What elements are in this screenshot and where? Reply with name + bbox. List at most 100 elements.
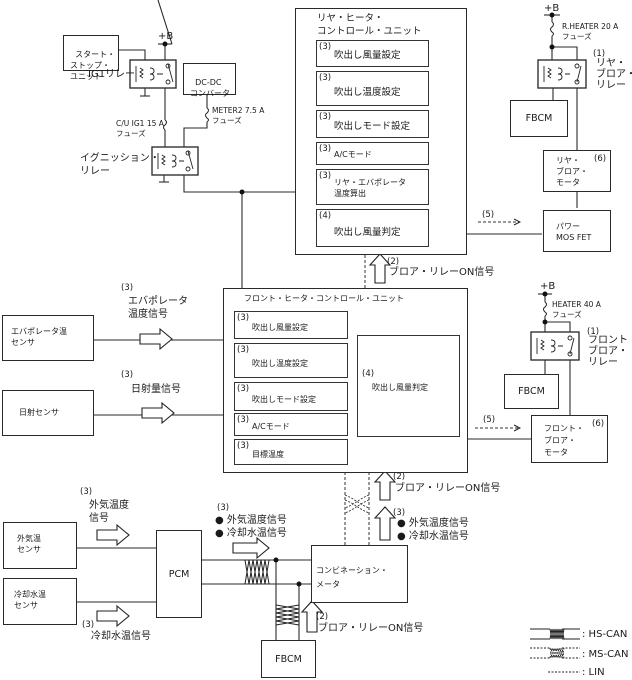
front-blower-motor: フロント・ ブロア・ モータ (6): [531, 415, 608, 463]
rear-block-airflow-judge: (4) 吹出し風量判定: [316, 209, 429, 247]
block-num: (3): [237, 441, 250, 451]
pcm-to-meter-item-1: ● 外気温度信号: [215, 515, 287, 526]
block-label: 吹出し風量判定: [334, 227, 401, 238]
block-num: (3): [237, 313, 250, 323]
combination-meter-label: コンビネーション・ メータ: [316, 566, 388, 589]
evap-temp-sensor: エバポレータ温 センサ: [2, 315, 94, 361]
fbcm-to-meter-label: ブロア・リレーON信号: [318, 623, 424, 634]
block-label: 吹出し風量設定: [334, 50, 401, 61]
plus-b-front: +B: [540, 281, 556, 292]
dc-dc-converter: DC-DC コンバータ: [183, 63, 236, 98]
rear-block-ac-mode: (3) A/Cモード: [316, 142, 429, 165]
rear-unit-title: リヤ・ヒータ・ コントロール・ユニット: [317, 13, 422, 37]
ambient-signal-num: (3): [80, 487, 93, 497]
front-fbcm: FBCM: [504, 374, 559, 409]
solar-signal-num: (3): [121, 370, 134, 380]
block-label: 吹出し温度設定: [334, 87, 401, 98]
rear-blower-motor: リヤ・ ブロア・ モータ (6): [543, 150, 611, 192]
front-block-temp-setting: (3) 吹出し温度設定: [234, 343, 348, 378]
legend-lin: : LIN: [582, 667, 605, 678]
rear-block-temp-setting: (3) 吹出し温度設定: [316, 71, 429, 106]
block-num: (3): [237, 415, 250, 425]
rear-block-airflow-setting: (3) 吹出し風量設定: [316, 40, 429, 67]
block-label: 吹出し温度設定: [252, 359, 308, 368]
pcm-to-meter-item-2: ● 冷却水温信号: [215, 528, 287, 539]
evap-signal-num: (3): [121, 283, 134, 293]
front-fbcm-label: FBCM: [518, 386, 545, 397]
power-mos-fet: パワー MOS FET: [543, 210, 611, 252]
front-block-airflow-setting: (3) 吹出し風量設定: [234, 311, 348, 339]
front-blower-on-num: (2): [393, 472, 406, 482]
ambient-temp-sensor: 外気温 センサ: [3, 522, 77, 569]
dc-dc-converter-label: DC-DC コンバータ: [190, 78, 230, 98]
block-label: 吹出し風量設定: [252, 323, 308, 332]
block-num: (3): [319, 144, 332, 154]
plus-b-rear: +B: [544, 3, 560, 14]
rear-blower-on-num: (2): [387, 257, 400, 267]
rear-fbcm: FBCM: [510, 100, 568, 137]
pcm-to-meter-num: (3): [217, 503, 230, 513]
block-num: (3): [237, 345, 250, 355]
block-num: (4): [362, 369, 375, 379]
rear-blower-on-label: ブロア・リレーON信号: [389, 267, 495, 278]
evap-temp-sensor-label: エバポレータ温 センサ: [11, 327, 67, 347]
ignition-relay-label: イグニッション・ リレー: [80, 153, 160, 177]
block-label: 吹出しモード設定: [334, 121, 411, 132]
rear-relay-num: (1): [593, 49, 606, 59]
block-num: (4): [319, 211, 332, 221]
front-blower-motor-label: フロント・ ブロア・ モータ: [544, 424, 584, 457]
block-label: 吹出しモード設定: [252, 395, 316, 404]
coolant-temp-sensor-label: 冷却水温 センサ: [14, 590, 46, 610]
power-mos-fet-label: パワー MOS FET: [556, 222, 592, 242]
rear-block-mode-setting: (3) 吹出しモード設定: [316, 110, 429, 138]
meter2-fuse-label: METER2 7.5 A フューズ: [212, 106, 265, 125]
front-block-mode-setting: (3) 吹出しモード設定: [234, 382, 348, 411]
pcm: PCM: [156, 530, 202, 618]
rear-heater-control-unit: リヤ・ヒータ・ コントロール・ユニット (3) 吹出し風量設定 (3) 吹出し温…: [295, 8, 467, 255]
front-block-ac-mode: (3) A/Cモード: [234, 413, 348, 436]
meter-to-front-num: (3): [393, 508, 406, 518]
block-label: A/Cモード: [252, 422, 290, 431]
block-num: (3): [319, 42, 332, 52]
block-num: (3): [319, 73, 332, 83]
front-unit-title: フロント・ヒータ・コントロール・ユニット: [244, 294, 404, 303]
block-label: リヤ・エバポレータ 温度算出: [334, 178, 406, 198]
start-stop-unit-label: スタート・ ストップ・ ユニット: [70, 50, 116, 81]
front-blower-relay-label: フロント・ ブロア・ リレー: [588, 335, 632, 368]
block-label: 目標温度: [252, 450, 284, 459]
coolant-signal-num: (3): [82, 620, 95, 630]
solar-sensor-label: 日射センサ: [19, 408, 59, 417]
ig1-relay-label: IG1リレー: [88, 69, 136, 80]
legend-hs-can: : HS-CAN: [582, 629, 628, 640]
fbcm-to-meter-num: (2): [316, 612, 329, 622]
rheater-fuse-label: R.HEATER 20 A フューズ: [562, 22, 619, 41]
rear-blower-motor-label: リヤ・ ブロア・ モータ: [556, 156, 588, 187]
front-heater-control-unit: フロント・ヒータ・コントロール・ユニット (3) 吹出し風量設定 (3) 吹出し…: [223, 288, 468, 473]
ambient-temp-sensor-label: 外気温 センサ: [17, 534, 41, 554]
start-stop-unit: スタート・ ストップ・ ユニット: [63, 35, 119, 81]
front-relay-num: (1): [587, 327, 600, 337]
rear-motor-num: (6): [594, 154, 607, 164]
block-num: (3): [237, 384, 250, 394]
bottom-fbcm: FBCM: [261, 640, 316, 678]
block-label: A/Cモード: [334, 150, 372, 159]
cu-ig1-fuse-label: C/U IG1 15 A フューズ: [116, 119, 164, 138]
meter-to-front-item-1: ● 外気温度信号: [397, 518, 469, 529]
combination-meter: コンビネーション・ メータ: [311, 545, 408, 603]
front-block-airflow-judge: (4) 吹出し風量判定: [357, 335, 460, 437]
front-motor-num: (6): [592, 419, 605, 429]
solar-sensor: 日射センサ: [2, 390, 94, 436]
front-block-target-temp: (3) 目標温度: [234, 439, 348, 465]
rear-signal-5-num: (5): [482, 210, 495, 220]
coolant-temp-sensor: 冷却水温 センサ: [3, 578, 77, 625]
bottom-fbcm-label: FBCM: [275, 653, 302, 665]
plus-b-ig1: +B: [158, 31, 174, 42]
ambient-signal-label: 外気温度 信号: [89, 500, 129, 524]
front-blower-on-label: ブロア・リレーON信号: [395, 483, 501, 494]
rear-blower-relay-label: リヤ・ ブロア・ リレー: [596, 58, 632, 91]
pcm-label: PCM: [168, 568, 190, 580]
wire-start-stop: [118, 49, 146, 62]
block-num: (3): [319, 112, 332, 122]
meter-to-front-item-2: ● 冷却水温信号: [397, 531, 469, 542]
